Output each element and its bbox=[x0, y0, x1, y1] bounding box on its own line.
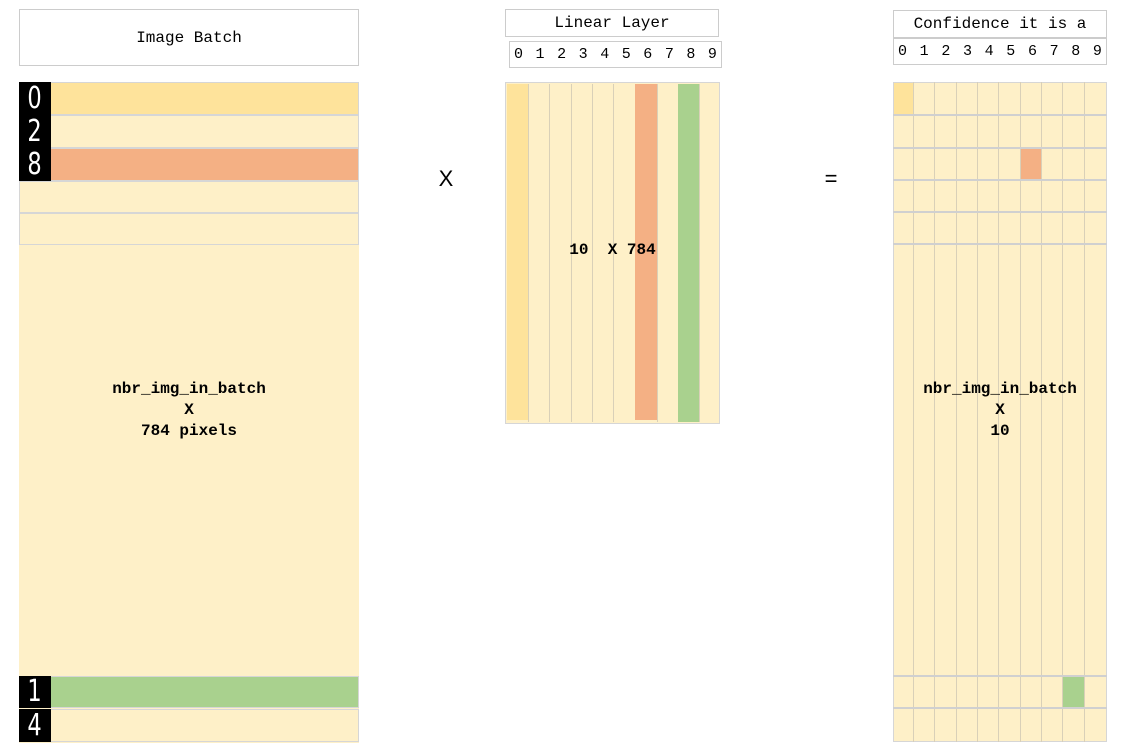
output-digit-8: 8 bbox=[1071, 43, 1081, 60]
linear-layer-title: Linear Layer bbox=[505, 9, 719, 37]
output-column-divider bbox=[977, 82, 978, 742]
batch-row-0 bbox=[19, 82, 359, 115]
linear-column-divider bbox=[549, 84, 550, 422]
digit-thumbnail-4: 4 bbox=[19, 709, 51, 742]
linear-digit-2: 2 bbox=[557, 46, 567, 63]
linear-layer-label-rows: 10 bbox=[569, 241, 589, 259]
image-batch-label-line-3: 784 pixels bbox=[140, 422, 237, 440]
output-column-divider bbox=[998, 82, 999, 742]
linear-column-divider bbox=[528, 84, 529, 422]
output-digit-2: 2 bbox=[941, 43, 951, 60]
linear-digit-7: 7 bbox=[664, 46, 674, 63]
output-row-divider bbox=[893, 707, 1107, 709]
image-batch-label-line-2: X bbox=[184, 401, 194, 419]
output-row-divider bbox=[893, 114, 1107, 116]
output-digit-1: 1 bbox=[919, 43, 929, 60]
output-cell-2-6 bbox=[1020, 148, 1041, 179]
output-row-divider bbox=[893, 243, 1107, 245]
digit-thumbnail-1: 1 bbox=[19, 676, 51, 708]
linear-layer-label: 10 X 784 bbox=[505, 240, 720, 261]
linear-digit-4: 4 bbox=[600, 46, 610, 63]
linear-layer-label-cols: X 784 bbox=[607, 241, 656, 259]
output-row-divider bbox=[893, 147, 1107, 149]
linear-column-divider bbox=[657, 84, 658, 422]
linear-digit-6: 6 bbox=[643, 46, 653, 63]
multiply-operator: X bbox=[438, 166, 454, 191]
output-digit-6: 6 bbox=[1027, 43, 1037, 60]
equals-operator: = bbox=[824, 166, 838, 191]
output-cell-0-0 bbox=[894, 83, 913, 114]
output-column-divider bbox=[934, 82, 935, 742]
batch-row-1 bbox=[19, 676, 359, 708]
output-title: Confidence it is a bbox=[893, 10, 1107, 38]
output-digit-9: 9 bbox=[1092, 43, 1102, 60]
linear-layer-digit-header: 0 1 2 3 4 5 6 7 8 9 bbox=[509, 41, 722, 68]
output-digit-7: 7 bbox=[1049, 43, 1059, 60]
linear-digit-5: 5 bbox=[621, 46, 631, 63]
linear-digit-0: 0 bbox=[514, 46, 524, 63]
digit-thumbnail-8: 8 bbox=[19, 148, 51, 181]
output-digit-0: 0 bbox=[898, 43, 908, 60]
image-batch-label: nbr_img_in_batch X 784 pixels bbox=[19, 379, 359, 442]
output-label-line-2: X bbox=[995, 401, 1005, 419]
batch-row-blank-2 bbox=[19, 213, 359, 245]
linear-column-divider bbox=[699, 84, 700, 422]
output-column-divider bbox=[913, 82, 914, 742]
output-label: nbr_img_in_batch X 10 bbox=[893, 379, 1107, 442]
digit-thumbnail-0: 0 bbox=[19, 82, 51, 115]
output-row-divider bbox=[893, 179, 1107, 181]
output-column-divider bbox=[1041, 82, 1042, 742]
output-label-line-3: 10 bbox=[990, 422, 1010, 440]
output-digit-3: 3 bbox=[962, 43, 972, 60]
linear-column-0 bbox=[507, 84, 528, 420]
output-cell-8-8 bbox=[1063, 677, 1084, 707]
digit-thumbnail-2: 2 bbox=[19, 115, 51, 148]
output-row-divider bbox=[893, 211, 1107, 213]
batch-row-8 bbox=[19, 148, 359, 181]
output-label-line-1: nbr_img_in_batch bbox=[923, 380, 1077, 398]
batch-row-2 bbox=[19, 115, 359, 148]
output-digit-5: 5 bbox=[1006, 43, 1016, 60]
batch-row-4 bbox=[19, 709, 359, 742]
linear-column-divider bbox=[571, 84, 572, 422]
linear-column-6 bbox=[635, 84, 657, 420]
image-batch-title: Image Batch bbox=[19, 9, 359, 66]
output-matrix bbox=[893, 82, 1107, 742]
linear-column-divider bbox=[613, 84, 614, 422]
linear-column-divider bbox=[592, 84, 593, 422]
linear-column-8 bbox=[678, 84, 699, 422]
linear-digit-3: 3 bbox=[578, 46, 588, 63]
output-row-divider bbox=[893, 675, 1107, 677]
output-column-divider bbox=[956, 82, 957, 742]
linear-digit-8: 8 bbox=[686, 46, 696, 63]
batch-row-blank-1 bbox=[19, 181, 359, 213]
image-batch-label-line-1: nbr_img_in_batch bbox=[112, 380, 266, 398]
linear-digit-1: 1 bbox=[535, 46, 545, 63]
output-column-divider bbox=[1062, 82, 1063, 742]
output-column-divider bbox=[1084, 82, 1085, 742]
output-digit-4: 4 bbox=[984, 43, 994, 60]
output-digit-header: 0 1 2 3 4 5 6 7 8 9 bbox=[893, 38, 1107, 65]
linear-digit-9: 9 bbox=[707, 46, 717, 63]
output-column-divider bbox=[1020, 82, 1021, 742]
